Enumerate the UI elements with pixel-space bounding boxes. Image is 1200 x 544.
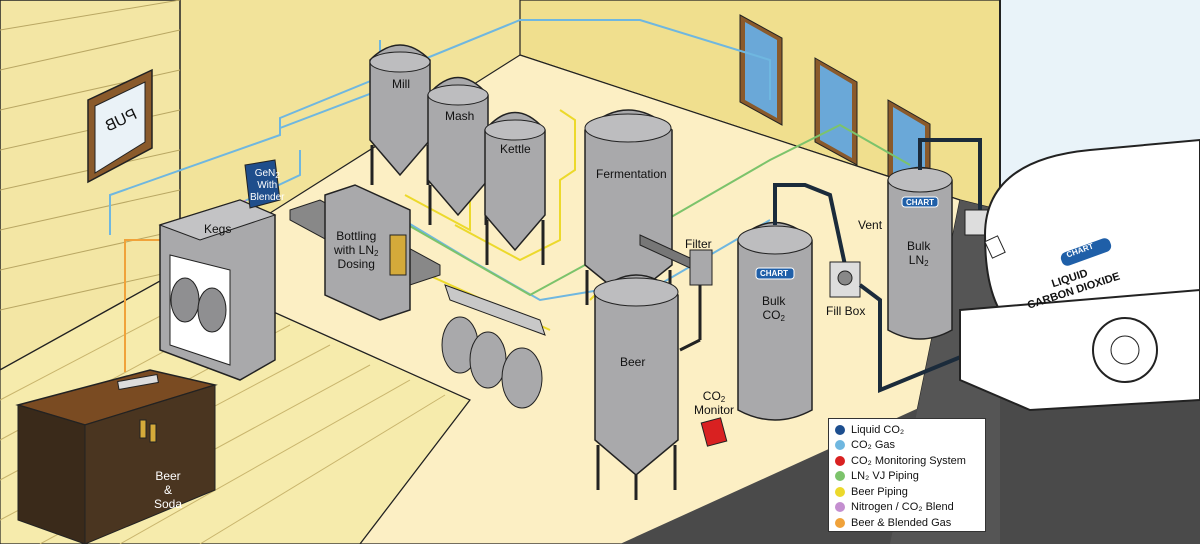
gen2-label: GeN2 With Blender xyxy=(250,168,285,203)
filter-label: Filter xyxy=(685,237,712,251)
legend-label: Beer & Blended Gas xyxy=(851,516,952,529)
bulk-co2-tank xyxy=(737,221,813,421)
vent-label: Vent xyxy=(858,218,883,232)
mash-tank xyxy=(427,76,489,225)
co2-monitor-device xyxy=(700,417,728,447)
legend-swatch xyxy=(835,486,845,497)
legend-swatch xyxy=(835,455,845,466)
legend-item: LN₂ VJ Piping xyxy=(835,469,979,485)
co2-truck xyxy=(959,138,1200,412)
bulk-co2-label: Bulk CO2 xyxy=(762,294,786,323)
legend-label: Liquid CO₂ xyxy=(851,423,905,436)
legend-swatch xyxy=(835,471,845,482)
mill-tank xyxy=(369,44,431,185)
legend-item: Nitrogen / CO₂ Blend xyxy=(835,500,979,516)
legend-label: CO₂ Gas xyxy=(851,439,895,452)
legend-label: LN₂ VJ Piping xyxy=(851,470,919,483)
pub-window-pane xyxy=(94,81,146,174)
beer-tank-label: Beer xyxy=(620,355,646,369)
legend-item: Liquid CO₂ xyxy=(835,422,979,438)
keg-manifold xyxy=(441,284,546,409)
legend-label: Nitrogen / CO₂ Blend xyxy=(851,501,954,514)
legend-swatch xyxy=(835,440,845,451)
legend-swatch xyxy=(835,517,845,528)
legend-label: Beer Piping xyxy=(851,485,908,498)
bottling-machine xyxy=(289,184,441,321)
kegs-label: Kegs xyxy=(204,222,232,236)
fill-box-label: Fill Box xyxy=(826,304,866,318)
kettle-label: Kettle xyxy=(500,142,531,156)
mill-label: Mill xyxy=(392,77,410,91)
ln2-fill-line xyxy=(918,138,982,215)
co2-monitor-label: CO2 Monitor xyxy=(694,389,735,418)
chart-logo-co2: CHART xyxy=(760,269,788,278)
legend-label: CO₂ Monitoring System xyxy=(851,454,966,467)
legend-item: CO₂ Monitoring System xyxy=(835,453,979,469)
bar-label: Beer & Soda xyxy=(154,469,183,511)
bar-counter xyxy=(15,369,218,544)
gen2-blender xyxy=(244,159,281,209)
legend-swatch xyxy=(835,502,845,513)
kettle-tank xyxy=(484,111,546,265)
bulk-ln2-tank xyxy=(887,166,953,340)
legend-item: CO₂ Gas xyxy=(835,438,979,454)
legend-swatch xyxy=(835,424,845,435)
fermentation-tank xyxy=(584,109,673,305)
filter-unit xyxy=(639,234,713,352)
mash-label: Mash xyxy=(445,109,475,123)
bottling-label: Bottling with LN2 Dosing xyxy=(334,229,379,271)
fermentation-label: Fermentation xyxy=(596,167,667,181)
legend-item: Beer Piping xyxy=(835,484,979,500)
liquid-co2-line-truck xyxy=(858,283,991,393)
blended-gas-piping xyxy=(124,239,165,372)
brewery-floor xyxy=(178,54,961,544)
liquid-co2-line-tank xyxy=(773,183,847,266)
legend-item: Beer & Blended Gas xyxy=(835,515,979,531)
kegs-cabinet xyxy=(158,199,277,381)
bulk-ln2-label: Bulk LN2 xyxy=(907,239,931,268)
chart-logo-ln2: CHART xyxy=(906,198,934,207)
fill-box xyxy=(829,261,861,298)
beer-tank xyxy=(593,274,679,500)
